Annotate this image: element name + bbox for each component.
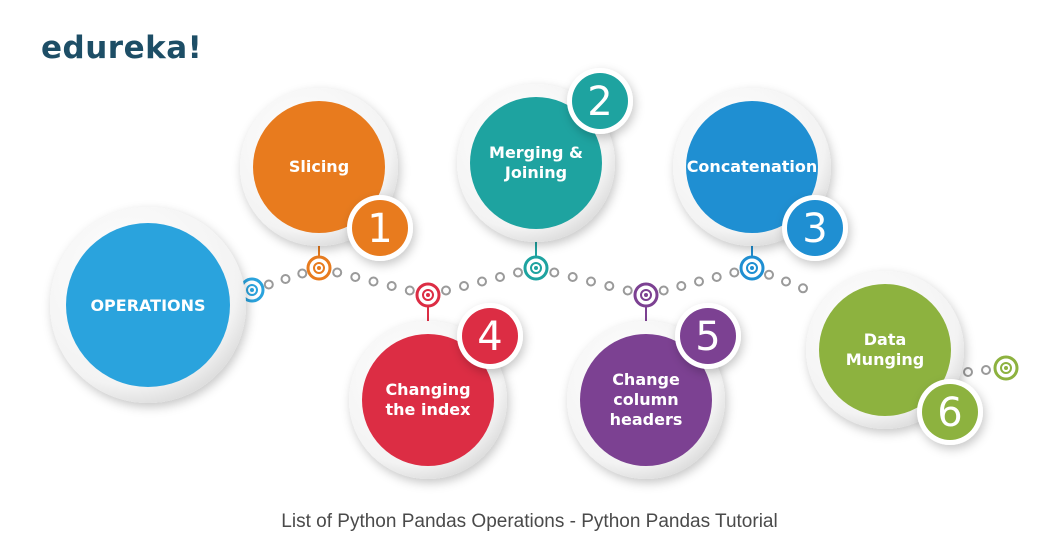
operation-label: the index: [386, 400, 472, 419]
number-badge: 6: [917, 379, 983, 445]
path-dot: [694, 276, 704, 287]
number-badge: 4: [457, 303, 523, 369]
path-dot: [764, 269, 774, 280]
path-dot: [798, 283, 808, 294]
path-dot: [567, 272, 578, 282]
operation-circle: [253, 101, 385, 233]
path-dot: [604, 281, 615, 291]
operation-circle: [819, 284, 951, 416]
path-dot: [729, 267, 740, 278]
path-dot: [781, 276, 791, 287]
end-marker: [993, 355, 1019, 381]
path-dot: [368, 276, 379, 287]
path-dot: [676, 281, 687, 291]
path-marker-1: [306, 255, 332, 281]
operation-node-3: Concatenation 3: [673, 88, 848, 261]
number-badge: 2: [567, 68, 633, 134]
path-dot: [711, 272, 722, 282]
number-badge: 3: [782, 195, 848, 261]
path-dot: [477, 276, 487, 287]
operation-circle: [686, 101, 818, 233]
center-node: OPERATIONS: [50, 207, 246, 403]
operation-node-2: Merging &Joining 2: [457, 68, 633, 257]
path-dot: [549, 267, 560, 278]
operation-label: Change: [612, 370, 680, 389]
operation-circle: [470, 97, 602, 229]
operation-label: Munging: [846, 350, 924, 369]
operation-label: Merging &: [489, 143, 583, 162]
operation-circle: [580, 334, 712, 466]
badge-number: 5: [695, 314, 720, 360]
operation-label: Concatenation: [687, 157, 818, 176]
path-marker-4: [415, 282, 441, 308]
path-dot: [280, 274, 291, 284]
number-badge: 1: [347, 195, 413, 261]
edureka-logo: edureka!: [41, 30, 203, 66]
path-marker-3: [739, 255, 765, 281]
path-dot: [332, 267, 343, 278]
badge-number: 2: [587, 79, 612, 125]
operation-label: column: [613, 390, 678, 409]
connectors: [239, 255, 1019, 381]
path-dot: [495, 272, 505, 282]
path-dot: [513, 267, 523, 278]
figure-caption: List of Python Pandas Operations - Pytho…: [281, 511, 778, 532]
path-marker-2: [523, 255, 549, 281]
path-dot: [297, 268, 308, 279]
operation-circle: [362, 334, 494, 466]
operation-label: Slicing: [289, 157, 349, 176]
operation-label: headers: [610, 410, 683, 429]
badge-number: 4: [477, 314, 502, 360]
operation-node-1: Slicing 1: [240, 88, 413, 261]
badge-number: 3: [802, 206, 827, 252]
path-dot: [404, 285, 415, 296]
operation-label: Data: [864, 330, 907, 349]
path-dot: [386, 281, 397, 291]
operation-label: Changing: [385, 380, 470, 399]
path-dot: [459, 281, 469, 291]
path-dot: [981, 365, 991, 375]
path-dot: [658, 285, 669, 296]
path-dot: [350, 272, 361, 282]
path-dot: [263, 279, 274, 290]
path-dot: [441, 285, 451, 296]
path-dot: [963, 367, 973, 377]
center-label: OPERATIONS: [90, 296, 205, 315]
path-marker-5: [633, 282, 659, 308]
path-dot: [586, 276, 596, 287]
path-dots: [263, 267, 991, 377]
operation-label: Joining: [504, 163, 567, 182]
badge-number: 1: [367, 206, 392, 252]
number-badge: 5: [675, 303, 741, 369]
badge-number: 6: [937, 390, 962, 436]
path-dot: [622, 285, 633, 296]
